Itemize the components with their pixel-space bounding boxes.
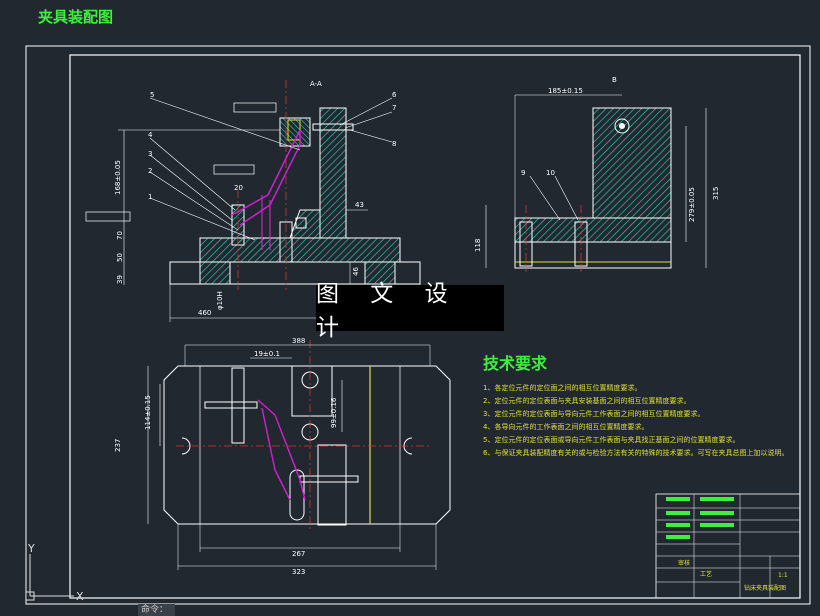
- dim-top-114: 114±0.15: [144, 395, 152, 430]
- dim-front-dia: φ10H: [216, 291, 224, 310]
- tech-item: 2、定位元件的定位表面与夹具安装基面之间的相互位置精度要求。: [483, 397, 691, 405]
- dim-front-height: 168±0.05: [114, 160, 122, 195]
- dim-side-inner: 279±0.05: [688, 187, 696, 222]
- inner-frame: [69, 54, 801, 599]
- tech-item: 3、定位元件的定位表面与导向元件工作表面之间的相互位置精度要求。: [483, 410, 705, 418]
- dim-front-46: 46: [352, 267, 360, 276]
- dim-front-50: 50: [116, 253, 124, 262]
- dim-top-237: 237: [114, 439, 122, 452]
- tb-scale: 1:1: [778, 572, 788, 579]
- tech-item: 5、定位元件的定位表面或导向元件工作表面与夹具找正基面之间的位置精度要求。: [483, 436, 740, 444]
- tech-item: 1、各定位元件的定位面之间的相互位置精度要求。: [483, 384, 642, 392]
- dim-side-height: 315: [712, 187, 720, 200]
- front-view: [85, 80, 421, 322]
- top-view: [147, 340, 451, 570]
- dim-side-118: 118: [474, 239, 482, 252]
- dim-front-43: 43: [355, 201, 364, 209]
- dim-top-19: 19±0.1: [254, 350, 280, 358]
- side-view: [485, 94, 707, 272]
- dim-front-39: 39: [116, 275, 124, 284]
- dim-top-99: 99±0.16: [330, 397, 338, 428]
- ucs-icon: Y X: [26, 542, 84, 603]
- callout-9: 9: [521, 169, 525, 177]
- technical-requirements: 技术要求 1、各定位元件的定位面之间的相互位置精度要求。 2、定位元件的定位表面…: [483, 350, 803, 460]
- dim-front-70: 70: [116, 231, 124, 240]
- callout-10: 10: [546, 169, 555, 177]
- dim-front-width: 460: [198, 309, 211, 317]
- watermark-banner: 图 文 设 计: [316, 281, 504, 341]
- tech-title: 技术要求: [483, 354, 548, 373]
- dim-top-388: 388: [292, 337, 305, 345]
- tech-item: 6、与保证夹具装配精度有关的或与检验方法有关的特殊的技术要求。可写在夹具总图上加…: [483, 449, 789, 457]
- ucs-y-label: Y: [27, 542, 35, 555]
- section-mark-b: B: [612, 76, 617, 84]
- dim-side-top: 185±0.15: [548, 87, 583, 95]
- callout-1: 1: [148, 193, 152, 201]
- callout-2: 2: [148, 167, 152, 175]
- drawing-title: 夹具装配图: [38, 8, 114, 26]
- dim-front-20: 20: [234, 184, 243, 192]
- section-mark-a: A-A: [310, 80, 322, 88]
- callout-3: 3: [148, 150, 152, 158]
- outer-frame: [25, 45, 811, 605]
- callout-8: 8: [392, 140, 396, 148]
- tb-label1: 审核: [678, 559, 690, 567]
- command-line[interactable]: 命令：: [138, 604, 175, 616]
- callout-4: 4: [148, 131, 153, 139]
- dim-top-323: 323: [292, 568, 305, 576]
- tb-drawing-name: 钻床夹具装配图: [744, 584, 786, 592]
- tb-label2: 工艺: [700, 570, 712, 578]
- callout-6: 6: [392, 91, 397, 99]
- tech-item: 4、各导向元件的工作表面之间的相互位置精度要求。: [483, 423, 649, 431]
- callout-7: 7: [392, 104, 396, 112]
- ucs-x-label: X: [76, 590, 84, 603]
- dim-top-267: 267: [292, 550, 305, 558]
- title-block: [655, 493, 801, 599]
- callout-5: 5: [150, 91, 154, 99]
